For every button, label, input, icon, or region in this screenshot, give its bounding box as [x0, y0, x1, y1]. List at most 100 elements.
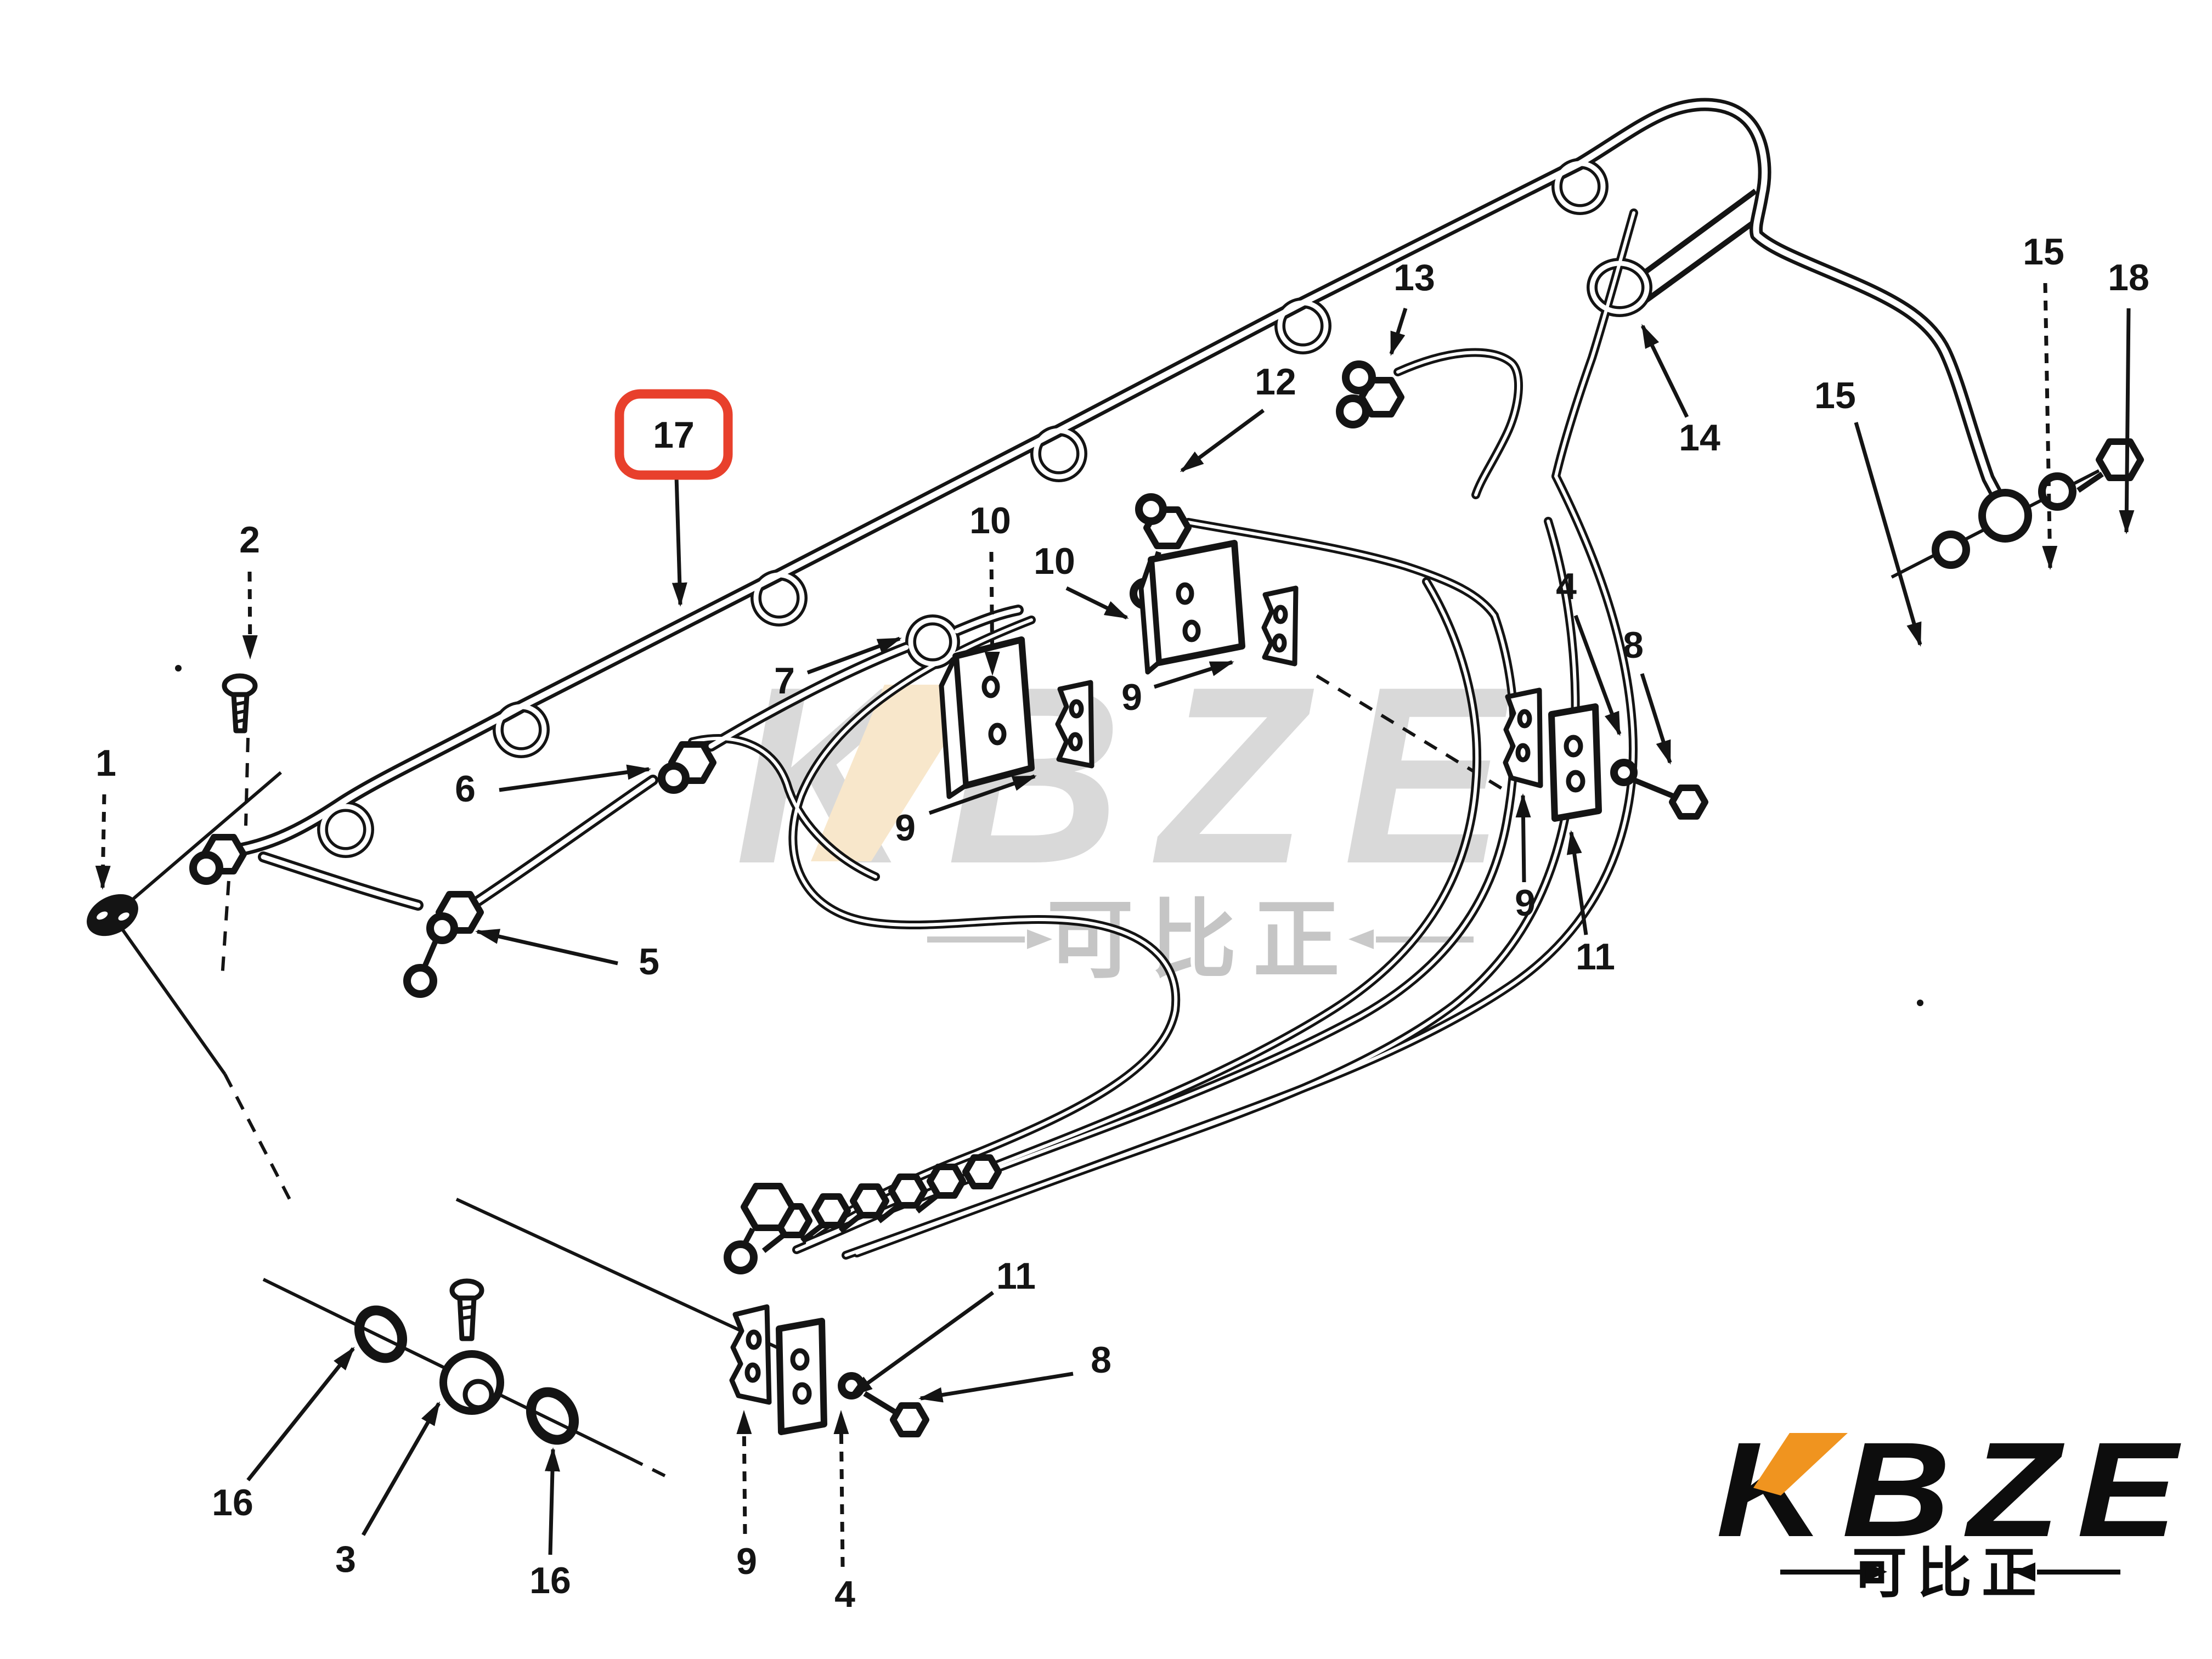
callout-number: 9 [736, 1541, 757, 1582]
callout-arrow [833, 1410, 849, 1567]
callout-15: 15 [2023, 231, 2064, 570]
clamp-cluster-right [1503, 687, 1708, 822]
kbze-logo: KBZE 可比正 [1716, 1414, 2179, 1605]
clamp-9-right-of-10b [1261, 585, 1299, 667]
callout-number: 14 [1679, 417, 1720, 459]
callout-number: 8 [1623, 624, 1644, 666]
logo-decor-right [2013, 1562, 2120, 1582]
callout-3: 3 [335, 1401, 441, 1580]
callout-arrow [736, 1410, 752, 1534]
callout-11: 11 [848, 1255, 1036, 1397]
pump-line-hex-stack [724, 1154, 1002, 1274]
callout-number: 11 [996, 1255, 1036, 1297]
callout-arrow [848, 1291, 995, 1397]
callout-6: 6 [455, 764, 651, 810]
callout-12: 12 [1180, 361, 1296, 472]
callout-number: 10 [969, 500, 1011, 541]
callout-number: 17 [653, 414, 695, 456]
callout-arrow [1180, 409, 1265, 472]
callout-10: 10 [1034, 540, 1129, 620]
callout-arrow [2042, 283, 2058, 570]
callout-13: 13 [1389, 257, 1435, 356]
watermark-subtext: 可比正 [1047, 890, 1356, 991]
callout-number: 3 [335, 1538, 356, 1580]
callout-number: 7 [774, 660, 795, 702]
callout-arrow [984, 551, 1000, 676]
callout-arrow [1640, 324, 1689, 418]
callout-number: 4 [834, 1573, 855, 1615]
banjo-fitting-5 [403, 891, 484, 998]
callout-11: 11 [1566, 830, 1615, 978]
screw-part-2 [222, 673, 258, 733]
callout-arrow [1389, 307, 1408, 356]
injector-fitting-13 [1336, 360, 1404, 428]
callout-number: 9 [1121, 676, 1142, 718]
callout-arrow [672, 476, 687, 607]
callout-arrow [918, 1372, 1074, 1403]
callout-arrow [1153, 660, 1234, 689]
callout-arrow [361, 1401, 441, 1536]
callout-arrow [1566, 830, 1588, 935]
callout-number: 6 [455, 768, 476, 810]
callout-number: 16 [212, 1482, 253, 1523]
callout-arrow [499, 764, 651, 792]
callout-14: 14 [1640, 324, 1720, 459]
callout-number: 12 [1255, 361, 1296, 403]
callout-number: 2 [239, 519, 260, 561]
clamp-cluster-bottom [729, 1304, 929, 1437]
callout-number: 18 [2108, 257, 2149, 298]
callout-arrow [475, 929, 618, 966]
callout-arrow [928, 774, 1037, 815]
callout-5: 5 [475, 929, 659, 983]
grommet-part-1 [87, 894, 138, 936]
callout-4: 4 [833, 1410, 855, 1615]
callout-arrow [2119, 308, 2135, 534]
callout-7: 7 [774, 636, 902, 702]
watermark-decor-left [927, 929, 1052, 949]
callout-4: 4 [1556, 566, 1622, 736]
callout-8: 8 [918, 1339, 1111, 1403]
callout-number: 15 [2023, 231, 2064, 273]
callout-arrow [806, 636, 902, 675]
pipes-outer [230, 105, 1998, 1255]
callout-arrow [1854, 422, 1922, 647]
callout-number: 1 [95, 742, 116, 784]
callout-number: 9 [1515, 882, 1536, 924]
banjo-fitting-6 [658, 741, 716, 794]
callout-9: 9 [895, 774, 1037, 849]
callout-number: 10 [1034, 540, 1075, 582]
logo-subtext: 可比正 [1852, 1541, 2046, 1605]
callout-17: 17 [614, 389, 733, 607]
bracket-10b [1138, 540, 1245, 675]
watermark-wedge [811, 685, 982, 861]
return-line-end-fitting [1932, 438, 2144, 569]
callout-arrow [1640, 673, 1672, 765]
callout-arrow [95, 794, 111, 890]
diagram-art [87, 105, 2144, 1477]
rail-left-end-fitting [189, 834, 247, 885]
callout-number: 5 [639, 941, 659, 983]
callout-1: 1 [95, 742, 116, 890]
callout-arrow [1065, 586, 1129, 620]
callout-9: 9 [1121, 660, 1234, 718]
callout-16: 16 [529, 1447, 571, 1601]
callout-number: 15 [1814, 375, 1856, 416]
highlight-box [614, 389, 733, 480]
callout-number: 8 [1091, 1339, 1111, 1381]
callout-10: 10 [969, 500, 1011, 676]
logo-decor-left [1780, 1562, 1887, 1582]
callout-18: 18 [2108, 257, 2149, 534]
callout-8: 8 [1623, 624, 1672, 765]
callout-number: 16 [529, 1560, 571, 1601]
callout-arrow [544, 1447, 560, 1555]
callout-number: 13 [1393, 257, 1435, 298]
callout-number: 4 [1556, 566, 1577, 607]
callout-16: 16 [212, 1346, 355, 1523]
callout-arrow [1573, 614, 1622, 736]
callout-number: 9 [895, 807, 916, 849]
callout-9: 9 [736, 1410, 757, 1582]
callout-9: 9 [1515, 793, 1536, 924]
callout-number: 11 [1576, 936, 1615, 978]
